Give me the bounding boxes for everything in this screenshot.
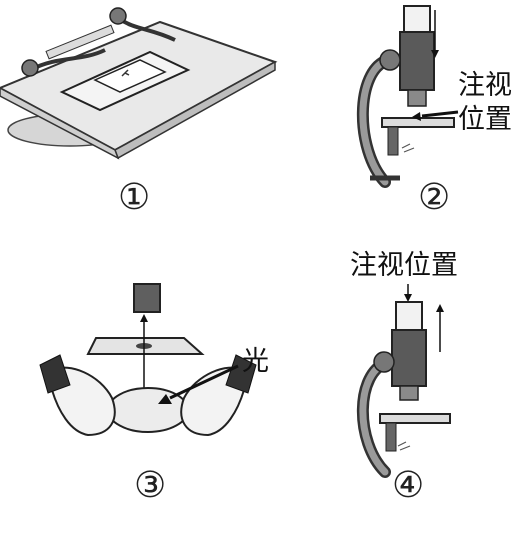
- panel-2-label-line1: 注视: [458, 70, 512, 101]
- stage-with-slide-illustration: [0, 7, 278, 160]
- panel-3-label: 光: [242, 346, 269, 377]
- panel-2-label-line2: 位置: [458, 104, 512, 135]
- panel-3-number: ③: [134, 465, 167, 506]
- microscope-raising-illustration: [356, 284, 451, 478]
- panel-4-label: 注视位置: [350, 250, 458, 281]
- panel-1: ①: [0, 0, 280, 220]
- mirror-and-light-illustration: [39, 283, 257, 437]
- panel-3: 光 ③: [0, 270, 300, 520]
- panel-4: 注视位置 ④: [340, 250, 520, 520]
- panel-2-number: ②: [418, 177, 451, 218]
- panel-1-number: ①: [118, 177, 151, 218]
- microscope-lowering-illustration: [356, 5, 459, 188]
- panel-2: 注视 位置 ②: [340, 0, 520, 220]
- panel-4-number: ④: [392, 465, 425, 506]
